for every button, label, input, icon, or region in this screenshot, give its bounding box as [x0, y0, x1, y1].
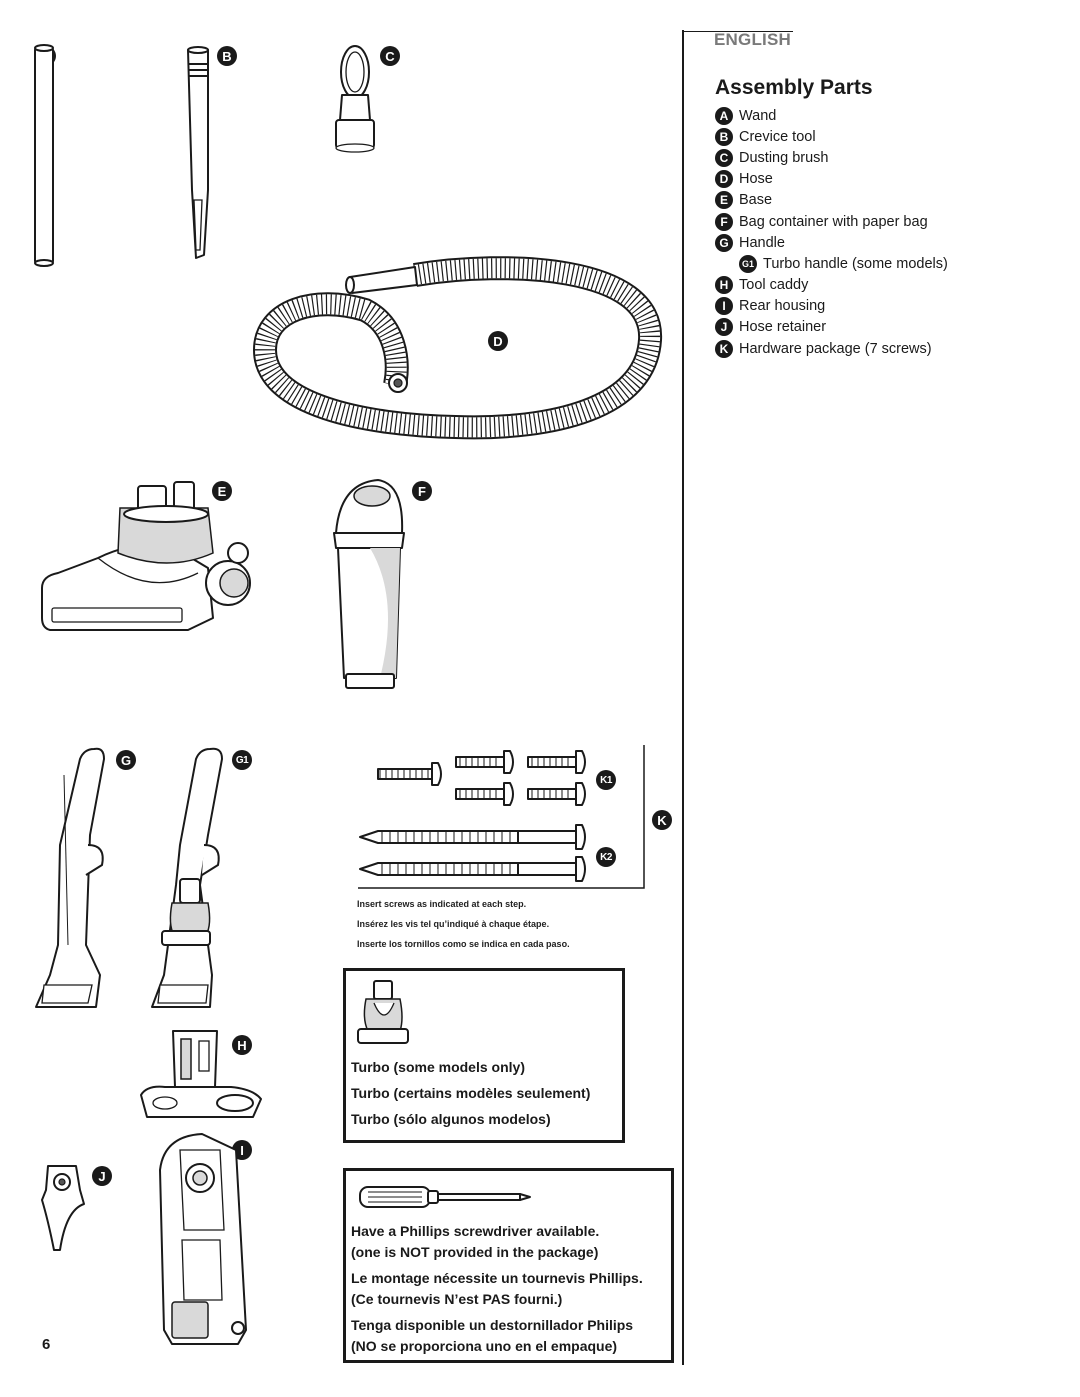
part-letter-badge: G1 — [739, 254, 757, 273]
wand-icon — [34, 44, 54, 267]
column-divider — [682, 30, 684, 1365]
turbo-note-es: Turbo (sólo algunos modelos) — [351, 1111, 551, 1127]
part-label: Tool caddy — [739, 277, 809, 294]
turbo-note-en: Turbo (some models only) — [351, 1059, 525, 1075]
short-screw — [455, 750, 514, 774]
long-screw — [359, 824, 586, 850]
part-letter-badge: B — [715, 127, 733, 146]
part-letter-badge: I — [715, 297, 733, 316]
figure-label-j: J — [92, 1166, 112, 1186]
turbo-callout-box — [343, 968, 625, 1143]
page-number: 6 — [42, 1336, 51, 1353]
part-label: Hose retainer — [739, 319, 827, 336]
figure-label-g: G — [116, 750, 136, 770]
part-letter-badge: E — [715, 191, 733, 210]
vacuum-base-icon — [41, 481, 251, 631]
part-label: Turbo handle (some models) — [763, 255, 948, 272]
part-item-tool-caddy: H Tool caddy — [715, 275, 948, 296]
screwdriver-note-en-2: (one is NOT provided in the package) — [351, 1244, 599, 1260]
short-screw — [455, 782, 514, 806]
part-letter-badge: K — [715, 339, 733, 358]
screwdriver-note-es-1: Tenga disponible un destornillador Phili… — [351, 1317, 634, 1333]
hose-icon — [252, 256, 662, 440]
parts-list: A Wand B Crevice tool C Dusting brush D Hose… — [715, 105, 948, 359]
figure-label-k: K — [652, 810, 672, 830]
part-letter-badge: G — [715, 233, 733, 252]
part-letter-badge: J — [715, 318, 733, 337]
part-item-hose-retainer: J Hose retainer — [715, 317, 948, 338]
bag-container-icon — [333, 479, 405, 689]
figure-label-c: C — [380, 46, 400, 66]
part-letter-badge: A — [715, 106, 733, 125]
screw-note-en: Insert screws as indicated at each step. — [357, 899, 527, 909]
figure-label-k1: K1 — [596, 770, 616, 790]
part-item-hardware-package: K Hardware package (7 screws) — [715, 338, 948, 359]
figure-label-d: D — [488, 331, 508, 351]
screwdriver-icon — [359, 1186, 531, 1208]
part-letter-badge: F — [715, 212, 733, 231]
part-letter-badge: H — [715, 276, 733, 295]
turbo-handle-icon — [151, 747, 223, 1008]
part-label: Crevice tool — [739, 128, 816, 145]
part-label: Rear housing — [739, 298, 826, 315]
part-item-dusting-brush: C Dusting brush — [715, 147, 948, 168]
part-label: Dusting brush — [739, 149, 829, 166]
header-rule — [683, 31, 793, 32]
short-screw — [527, 750, 586, 774]
part-item-wand: A Wand — [715, 105, 948, 126]
figure-label-k2: K2 — [596, 847, 616, 867]
dusting-brush-icon — [335, 45, 375, 153]
figure-label-b: B — [217, 46, 237, 66]
screwdriver-callout-box — [343, 1168, 674, 1363]
screw-note-fr: Insérez les vis tel qu’indiqué à chaque … — [357, 919, 550, 929]
short-screw — [527, 782, 586, 806]
part-item-rear-housing: I Rear housing — [715, 296, 948, 317]
screw-note-es: Inserte los tornillos como se indica en … — [357, 939, 570, 949]
screwdriver-note-es-2: (NO se proporciona uno en el empaque) — [351, 1338, 618, 1354]
turbo-tool-icon — [357, 980, 409, 1044]
part-item-turbo-handle: G1 Turbo handle (some models) — [715, 253, 948, 274]
part-item-bag-container: F Bag container with paper bag — [715, 211, 948, 232]
handle-icon — [35, 747, 105, 1008]
rear-housing-icon — [159, 1133, 247, 1345]
part-label: Wand — [739, 107, 777, 124]
figure-label-h: H — [232, 1035, 252, 1055]
part-label: Handle — [739, 234, 785, 251]
screwdriver-note-en-1: Have a Phillips screwdriver available. — [351, 1223, 600, 1239]
figure-label-f: F — [412, 481, 432, 501]
crevice-tool-icon — [187, 46, 209, 259]
part-item-crevice-tool: B Crevice tool — [715, 126, 948, 147]
part-label: Hose — [739, 171, 773, 188]
part-letter-badge: D — [715, 170, 733, 189]
part-item-hose: D Hose — [715, 169, 948, 190]
part-item-base: E Base — [715, 190, 948, 211]
short-screw — [377, 762, 442, 786]
long-screw — [359, 856, 586, 882]
part-label: Bag container with paper bag — [739, 213, 928, 230]
part-item-handle: G Handle — [715, 232, 948, 253]
page-title: Assembly Parts — [715, 76, 873, 99]
screws-icon — [358, 745, 645, 889]
part-label: Base — [739, 192, 773, 209]
part-letter-badge: C — [715, 148, 733, 167]
figure-label-g1: G1 — [232, 750, 252, 770]
hose-retainer-icon — [41, 1165, 85, 1251]
figure-label-e: E — [212, 481, 232, 501]
language-label: ENGLISH — [714, 30, 791, 49]
turbo-note-fr: Turbo (certains modèles seulement) — [351, 1085, 591, 1101]
part-label: Hardware package (7 screws) — [739, 340, 932, 357]
screwdriver-note-fr-1: Le montage nécessite un tournevis Philli… — [351, 1270, 643, 1286]
screwdriver-note-fr-2: (Ce tournevis N’est PAS fourni.) — [351, 1291, 563, 1307]
tool-caddy-icon — [140, 1030, 262, 1118]
